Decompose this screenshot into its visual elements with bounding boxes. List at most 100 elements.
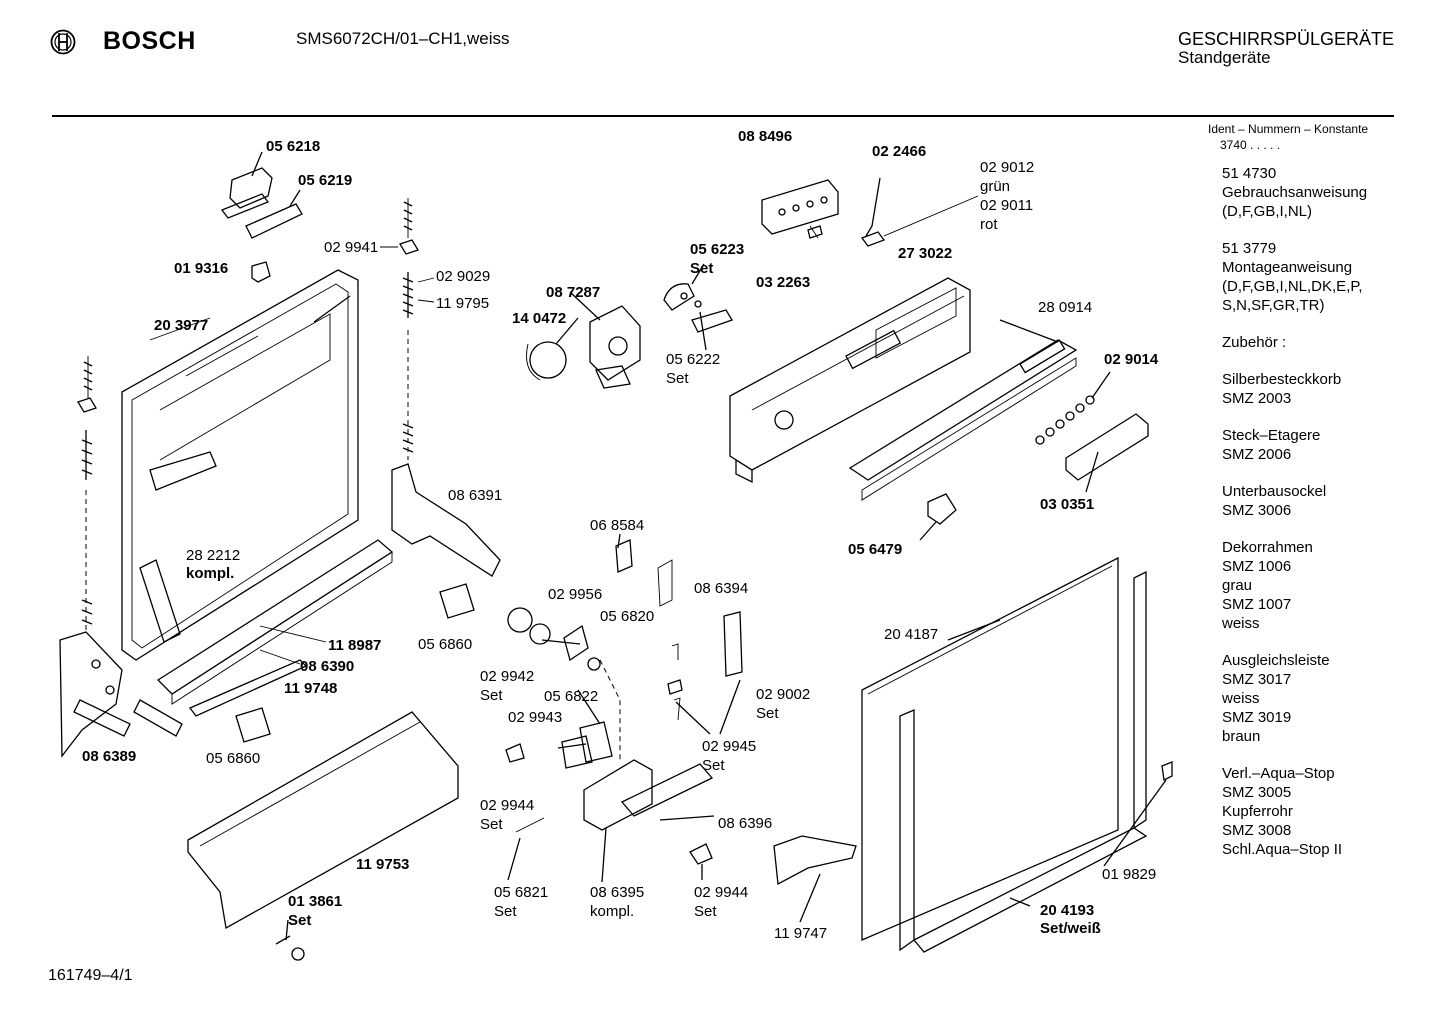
sidebar-line: (D,F,GB,I,NL) — [1222, 203, 1313, 220]
side-strip-part — [139, 559, 181, 643]
drawing-code: 161749–4/1 — [48, 967, 133, 984]
category-title: GESCHIRRSPÜLGERÄTE — [1178, 29, 1395, 49]
part-label-056223-set: Set — [690, 260, 714, 277]
part-label-029945: 02 9945 — [702, 738, 757, 755]
part-label-056821: 05 6821 — [494, 884, 549, 901]
part-label-056219: 05 6219 — [298, 172, 353, 189]
screw-set-part — [275, 935, 305, 961]
inner-door-part — [121, 269, 359, 661]
sidebar-line: SMZ 2006 — [1222, 446, 1292, 463]
part-label-119753: 11 9753 — [356, 856, 410, 873]
accessories-heading: Zubehör : — [1222, 334, 1287, 351]
valve-assembly-part — [505, 539, 743, 865]
part-label-056820: 05 6820 — [600, 608, 655, 625]
sidebar-line: SMZ 3008 — [1222, 822, 1292, 839]
sidebar-line: Silberbesteckkorb — [1222, 371, 1342, 388]
ident-value: 3740 . . . . . — [1220, 138, 1281, 152]
part-label-119748: 11 9748 — [284, 680, 338, 697]
facia-strip-part — [848, 339, 1078, 501]
door-hinge-part — [59, 631, 183, 758]
part-label-068584: 06 8584 — [590, 517, 645, 534]
part-label-056822: 05 6822 — [544, 688, 599, 705]
sidebar-line: braun — [1222, 728, 1261, 745]
sidebar-line: Verl.–Aqua–Stop — [1222, 765, 1335, 782]
part-label-056479: 05 6479 — [848, 541, 903, 558]
sidebar-line: Montageanweisung — [1222, 259, 1353, 276]
part-label-032263: 03 2263 — [756, 274, 811, 291]
knob-part — [927, 493, 957, 525]
header-rule — [52, 115, 1394, 117]
cable-part — [860, 177, 979, 247]
part-label-056821-set: Set — [494, 903, 517, 920]
part-label-029011: 02 9011 — [980, 197, 1034, 214]
part-label-056222: 05 6222 — [666, 351, 721, 368]
control-panel-part — [729, 277, 971, 484]
part-label-086395: 08 6395 — [590, 884, 645, 901]
part-label-204193: 20 4193 — [1040, 902, 1095, 919]
sidebar-line: grau — [1222, 577, 1253, 594]
foot-block-part — [235, 707, 271, 743]
ident-title: Ident – Nummern – Konstante — [1208, 122, 1369, 136]
sidebar-line: Unterbausockel — [1222, 483, 1327, 500]
part-label-204187: 20 4187 — [884, 626, 939, 643]
left-spring-part — [77, 356, 97, 630]
part-label-029002-set: Set — [756, 705, 779, 722]
part-label-019316: 01 9316 — [174, 260, 229, 277]
frame-screw-part — [1161, 761, 1173, 781]
part-label-140472: 14 0472 — [512, 310, 567, 327]
sidebar-line: weiss — [1222, 690, 1260, 707]
part-label-086391: 08 6391 — [448, 487, 503, 504]
sidebar-line: Ausgleichsleiste — [1222, 652, 1330, 669]
sidebar-line: (D,F,GB,I,NL,DK,E,P, — [1222, 278, 1363, 295]
sidebar-line: Dekorrahmen — [1222, 539, 1313, 556]
part-label-056222-set: Set — [666, 370, 689, 387]
hinge-bracket-part — [220, 151, 303, 239]
sidebar-line: Steck–Etagere — [1222, 427, 1321, 444]
part-label-013861: 01 3861 — [288, 893, 343, 910]
sidebar-line: 51 4730 — [1222, 165, 1277, 182]
part-label-029029: 02 9029 — [436, 268, 491, 285]
part-label-029944-left: 02 9944 — [480, 797, 535, 814]
bottom-rail-part — [156, 539, 394, 717]
push-button-part — [1035, 395, 1149, 481]
part-label-029942-set: Set — [480, 687, 503, 704]
switch-set-part — [663, 283, 733, 333]
part-label-030351: 03 0351 — [1040, 496, 1095, 513]
outer-door-panel-part — [861, 556, 1119, 941]
model-title: SMS6072CH/01–CH1,weiss — [296, 29, 510, 48]
door-frame-part — [899, 570, 1148, 953]
part-label-029944-right: 02 9944 — [694, 884, 749, 901]
part-label-029945-set: Set — [702, 757, 725, 774]
part-label-086395-kompl: kompl. — [590, 903, 635, 920]
part-label-029944-left-set: Set — [480, 816, 503, 833]
part-label-119747: 11 9747 — [774, 925, 828, 942]
side-trim-part — [773, 835, 857, 886]
sidebar-line: SMZ 3006 — [1222, 502, 1292, 519]
part-label-029944-right-set: Set — [694, 903, 717, 920]
part-label-088496: 08 8496 — [738, 128, 793, 145]
part-label-119795: 11 9795 — [436, 295, 490, 312]
leader-lines — [285, 263, 1167, 941]
part-label-019829: 01 9829 — [1102, 866, 1157, 883]
sidebar-line: SMZ 2003 — [1222, 390, 1292, 407]
sidebar-line: SMZ 3017 — [1222, 671, 1292, 688]
brand-name: BOSCH — [103, 27, 196, 55]
foot-block-part — [439, 583, 475, 619]
part-label-gruen: grün — [980, 178, 1011, 195]
part-label-086390: 08 6390 — [300, 658, 355, 675]
part-label-118987: 11 8987 — [328, 637, 382, 654]
sidebar-line: weiss — [1222, 615, 1260, 632]
sidebar-line: S,N,SF,GR,TR) — [1222, 297, 1325, 314]
sidebar-line: Kupferrohr — [1222, 803, 1293, 820]
sidebar-line: SMZ 1007 — [1222, 596, 1292, 613]
part-label-029941: 02 9941 — [324, 239, 379, 256]
part-label-056223: 05 6223 — [690, 241, 745, 258]
part-label-022466: 02 2466 — [872, 143, 927, 160]
sidebar-line: 51 3779 — [1222, 240, 1277, 257]
sidebar-line: Gebrauchsanweisung — [1222, 184, 1368, 201]
sidebar-line: Schl.Aqua–Stop II — [1222, 841, 1343, 858]
sidebar-line: SMZ 1006 — [1222, 558, 1292, 575]
part-label-rot: rot — [980, 216, 998, 233]
part-label-029014: 02 9014 — [1104, 351, 1159, 368]
